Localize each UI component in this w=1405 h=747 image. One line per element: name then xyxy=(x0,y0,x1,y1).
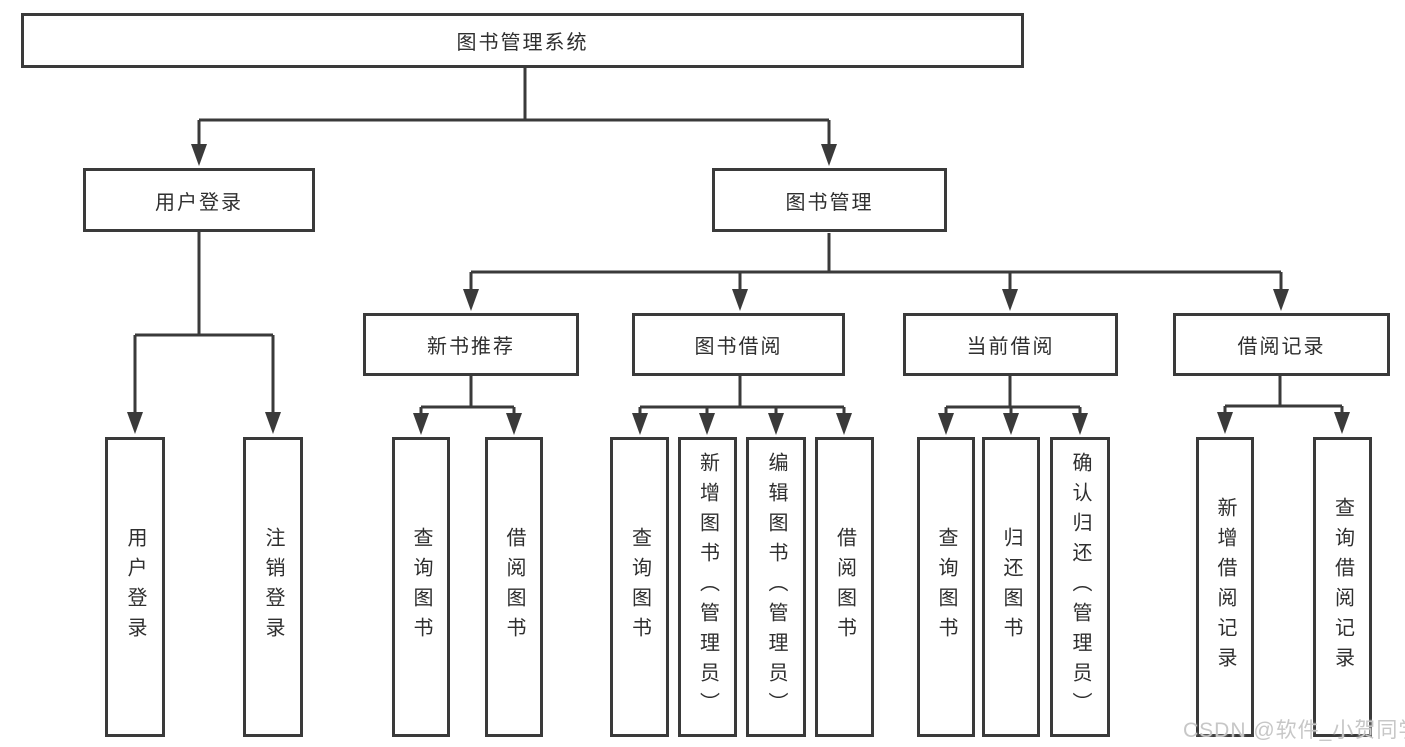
node-borrow-record-label: 借阅记录 xyxy=(1237,336,1326,358)
leaf-return-book-label: 归还图书 xyxy=(1000,527,1022,647)
leaf-query-book-current-label: 查询图书 xyxy=(935,527,957,647)
leaf-return-book: 归还图书 xyxy=(982,437,1040,737)
leaf-query-borrow-record-label: 查询借阅记录 xyxy=(1331,497,1354,677)
leaf-confirm-return-admin-label: 确认归还（管理员） xyxy=(1069,452,1091,722)
leaf-query-borrow-record: 查询借阅记录 xyxy=(1313,437,1372,737)
leaf-borrow-book-recommend: 借阅图书 xyxy=(485,437,543,737)
leaf-add-book-admin-label: 新增图书（管理员） xyxy=(696,452,719,722)
leaf-add-borrow-record-label: 新增借阅记录 xyxy=(1214,497,1236,677)
leaf-logout: 注销登录 xyxy=(243,437,303,737)
node-user-login: 用户登录 xyxy=(83,168,315,232)
leaf-query-book-borrow: 查询图书 xyxy=(610,437,669,737)
node-book-borrow-label: 图书借阅 xyxy=(694,336,783,358)
leaf-query-book-borrow-label: 查询图书 xyxy=(628,527,651,647)
node-borrow-record: 借阅记录 xyxy=(1173,313,1390,376)
node-root-label: 图书管理系统 xyxy=(456,32,589,54)
node-current-borrow: 当前借阅 xyxy=(903,313,1118,376)
node-book-management: 图书管理 xyxy=(712,168,947,232)
arrowhead-group xyxy=(127,144,1350,435)
leaf-edit-book-admin: 编辑图书（管理员） xyxy=(746,437,806,737)
node-book-borrow: 图书借阅 xyxy=(632,313,845,376)
leaf-logout-label: 注销登录 xyxy=(262,527,284,647)
node-new-book-recommend: 新书推荐 xyxy=(363,313,579,376)
leaf-query-book-recommend-label: 查询图书 xyxy=(410,527,432,647)
csdn-watermark: CSDN @软件_小贺同学 xyxy=(1183,719,1405,742)
leaf-edit-book-admin-label: 编辑图书（管理员） xyxy=(765,452,787,722)
leaf-query-book-recommend: 查询图书 xyxy=(392,437,450,737)
node-new-book-recommend-label: 新书推荐 xyxy=(427,336,515,358)
node-current-borrow-label: 当前借阅 xyxy=(966,336,1055,358)
leaf-add-borrow-record: 新增借阅记录 xyxy=(1196,437,1254,737)
leaf-borrow-book: 借阅图书 xyxy=(815,437,874,737)
leaf-user-login-label: 用户登录 xyxy=(124,527,146,647)
node-root-system: 图书管理系统 xyxy=(21,13,1024,68)
leaf-confirm-return-admin: 确认归还（管理员） xyxy=(1050,437,1110,737)
node-user-login-label: 用户登录 xyxy=(155,191,243,214)
node-book-management-label: 图书管理 xyxy=(785,191,874,214)
leaf-add-book-admin: 新增图书（管理员） xyxy=(678,437,737,737)
leaf-user-login: 用户登录 xyxy=(105,437,165,737)
leaf-borrow-book-label: 借阅图书 xyxy=(833,527,856,647)
leaf-borrow-book-recommend-label: 借阅图书 xyxy=(503,527,525,647)
leaf-query-book-current: 查询图书 xyxy=(917,437,975,737)
